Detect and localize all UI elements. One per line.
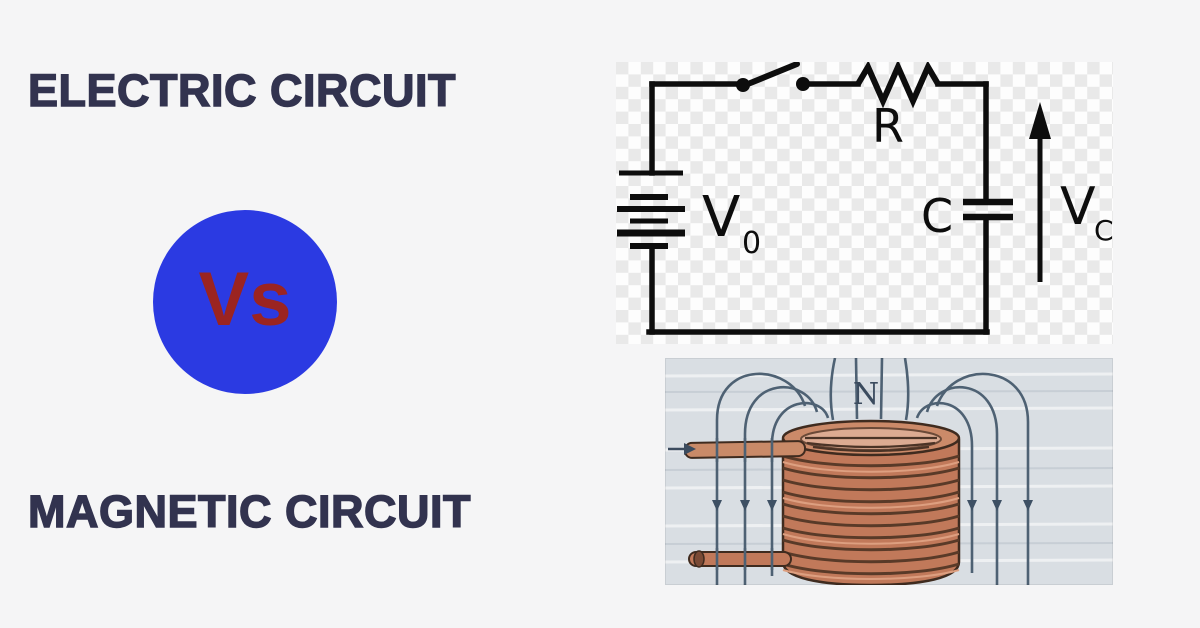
vs-label: Vs [198, 257, 292, 342]
battery-icon [617, 170, 685, 249]
capacitor-label: C [921, 189, 953, 243]
switch-icon [736, 62, 810, 92]
resistor-icon [855, 62, 941, 109]
source-voltage-subscript: 0 [742, 226, 761, 261]
electric-circuit-title: ELECTRIC CIRCUIT [27, 65, 456, 116]
coil-leads [684, 440, 807, 568]
resistor-label: R [872, 99, 904, 153]
north-pole-label: N [853, 377, 879, 412]
coil-highlights [782, 461, 960, 580]
magnetic-circuit-diagram: N [665, 358, 1113, 585]
rc-circuit-svg: V 0 R C V C [616, 62, 1113, 344]
voltage-arrow-icon [1029, 102, 1051, 282]
circuit-wires [646, 81, 990, 335]
magnetic-circuit-title: MAGNETIC CIRCUIT [27, 486, 471, 537]
coil-turns [782, 454, 960, 576]
capacitor-voltage-label: V [1060, 177, 1096, 237]
source-voltage-label: V [702, 185, 740, 250]
vs-badge: Vs [153, 210, 337, 394]
current-arrow-icon [668, 443, 696, 455]
field-direction-arrows [712, 500, 1033, 511]
capacitor-icon [963, 198, 1013, 221]
coil-svg: N [665, 358, 1113, 585]
coil-icon [781, 419, 961, 585]
coil-inner-turns [805, 436, 937, 453]
field-lines-overlay [715, 438, 774, 570]
photo-border [665, 358, 1113, 585]
electric-circuit-diagram: V 0 R C V C [616, 62, 1113, 344]
capacitor-voltage-subscript: C [1094, 214, 1113, 247]
transparency-checkerboard [616, 62, 1113, 344]
